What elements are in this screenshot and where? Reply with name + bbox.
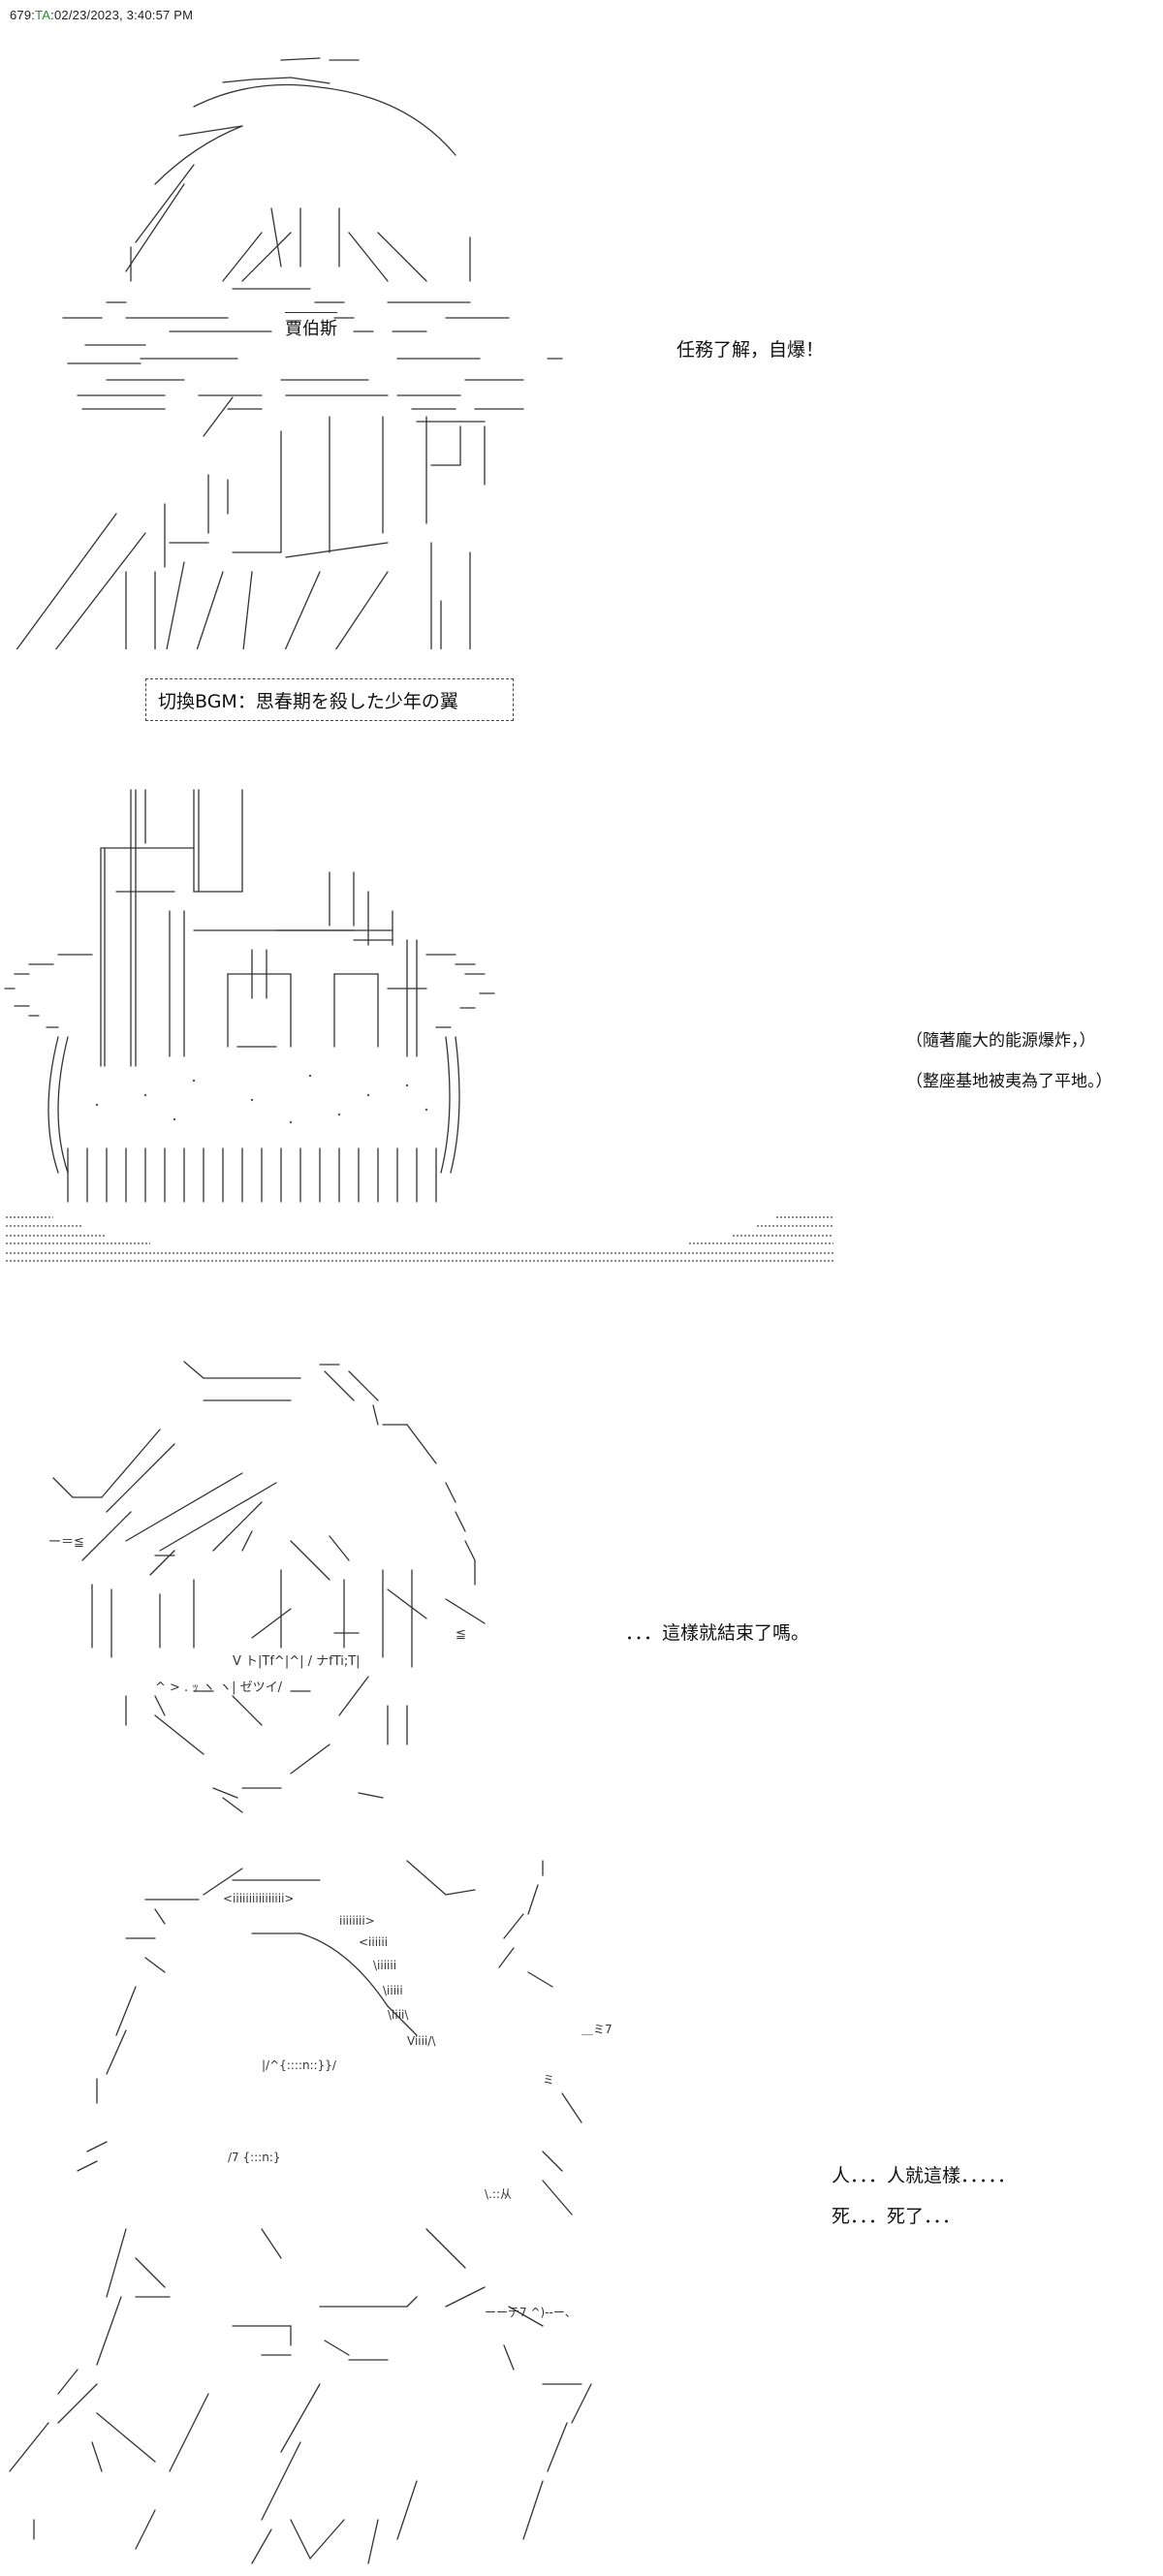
ascii-art-face-closeup: V ト|Tf^|^| / ナfTi;T| ^ > . ｯ ヽ ヽ| ゼツイ/ ≦… bbox=[0, 1357, 543, 1822]
dialogue-line: ．．．這樣就結束了嗎。 bbox=[625, 1622, 810, 1644]
ground-dotted-line bbox=[756, 1225, 833, 1227]
author-tag[interactable]: TA bbox=[35, 8, 51, 22]
aa-panel-3: V ト|Tf^|^| / ナfTi;T| ^ > . ｯ ヽ ヽ| ゼツイ/ ≦… bbox=[0, 1357, 1163, 1822]
svg-text:≦: ≦ bbox=[456, 1627, 466, 1642]
ground-dotted-line bbox=[732, 1235, 833, 1237]
ascii-art-fist-character bbox=[0, 29, 582, 649]
ascii-art-explosion-sfx bbox=[0, 766, 833, 1337]
dialogue-line: 人．．．人就這樣．．．．． bbox=[832, 2165, 1017, 2186]
svg-text:/7 {:::n:}: /7 {:::n:} bbox=[228, 2151, 281, 2164]
ascii-art-character-hands-clasped: <iiiiiiiiiiiiiiii> iiiiiiii> <iiiiii \ii… bbox=[0, 1841, 756, 2576]
post-number: 679 bbox=[10, 8, 32, 22]
bgm-notice-box: 切換BGM：思春期を殺した少年の翼 bbox=[145, 678, 514, 721]
svg-text:<iiiiii: <iiiiii bbox=[359, 1935, 388, 1949]
ground-dotted-line bbox=[688, 1242, 833, 1244]
svg-text:\.::从: \.::从 bbox=[485, 2187, 512, 2201]
ground-dotted-line bbox=[5, 1235, 107, 1237]
post-header: 679:TA:02/23/2023, 3:40:57 PM bbox=[10, 8, 193, 22]
ground-dotted-line bbox=[775, 1216, 833, 1218]
ground-dotted-line bbox=[5, 1252, 833, 1254]
aa-panel-2: （隨著龐大的能源爆炸，） （整座基地被夷為了平地。） bbox=[0, 766, 1163, 1337]
narration-line: （隨著龐大的能源爆炸，） bbox=[906, 1031, 1096, 1051]
svg-text:iiiiiiii>: iiiiiiii> bbox=[339, 1914, 375, 1928]
svg-text:|/^{::::n::}}/: |/^{::::n::}}/ bbox=[262, 2058, 337, 2072]
dialogue-line: 死．．．死了．．． bbox=[832, 2206, 961, 2227]
ground-dotted-line bbox=[5, 1216, 53, 1218]
ground-dotted-line bbox=[5, 1242, 150, 1244]
header-separator: : bbox=[31, 8, 36, 22]
svg-text:Viiii/\: Viiii/\ bbox=[407, 2034, 436, 2048]
svg-text:\iiiiii: \iiiiii bbox=[373, 1959, 396, 1972]
post-timestamp: :02/23/2023, 3:40:57 PM bbox=[50, 8, 194, 22]
svg-text:ーーテ7 ^)--ー、: ーーテ7 ^)--ー、 bbox=[485, 2306, 577, 2319]
svg-text:<iiiiiiiiiiiiiiii>: <iiiiiiiiiiiiiiii> bbox=[223, 1892, 294, 1905]
dialogue-line: 任務了解，自爆！ bbox=[676, 339, 825, 361]
svg-text:ミ: ミ bbox=[543, 2073, 554, 2087]
svg-text:＿ミ7: ＿ミ7 bbox=[582, 2023, 613, 2036]
svg-text:^ > . ｯ ヽ ヽ| ゼツイ/: ^ > . ｯ ヽ ヽ| ゼツイ/ bbox=[155, 1681, 283, 1695]
svg-text:\iiii\: \iiii\ bbox=[388, 2008, 409, 2022]
svg-text:ー＝≦: ー＝≦ bbox=[48, 1535, 84, 1550]
character-name-label: 賈伯斯 bbox=[285, 312, 337, 340]
ground-dotted-line bbox=[5, 1260, 833, 1262]
svg-text:V ト|Tf^|^| / ナfTi;T|: V ト|Tf^|^| / ナfTi;T| bbox=[233, 1654, 361, 1669]
aa-panel-4: <iiiiiiiiiiiiiiii> iiiiiiii> <iiiiii \ii… bbox=[0, 1841, 1163, 2576]
bgm-notice-text: 切換BGM：思春期を殺した少年の翼 bbox=[158, 690, 458, 712]
aa-panel-1: 賈伯斯 任務了解，自爆！ bbox=[0, 29, 1163, 649]
ground-dotted-line bbox=[5, 1225, 82, 1227]
narration-line: （整座基地被夷為了平地。） bbox=[906, 1072, 1113, 1091]
svg-text:\iiiii: \iiiii bbox=[383, 1984, 403, 1997]
